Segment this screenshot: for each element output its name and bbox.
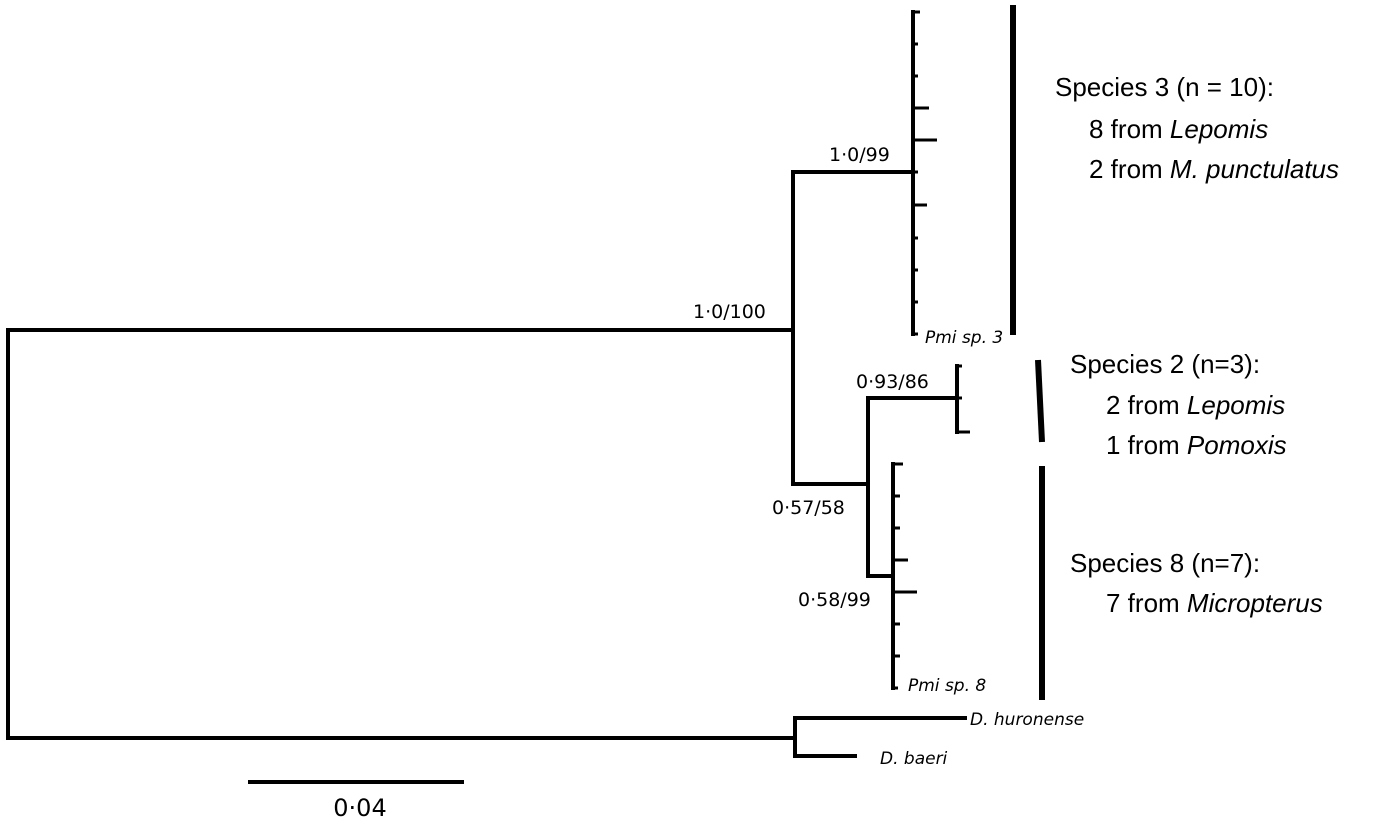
tip-label-pmi-sp8: Pmi sp. 8 bbox=[908, 676, 986, 696]
support-species3: 1·0/99 bbox=[829, 144, 890, 166]
tip-label-pmi-sp3: Pmi sp. 3 bbox=[925, 328, 1003, 348]
species8-tips bbox=[893, 462, 917, 690]
species2-clade-bar bbox=[1035, 359, 1045, 443]
species8-heading: Species 8 (n=7): bbox=[1070, 548, 1260, 578]
species3-host-line: 8 from Lepomis bbox=[1089, 114, 1268, 144]
species8-annotation: Species 8 (n=7): 7 from Micropterus bbox=[1070, 548, 1323, 618]
species3-host-line: 2 from M. punctulatus bbox=[1089, 154, 1339, 184]
species2-tips bbox=[957, 364, 970, 434]
support-root-ingroup: 1·0/100 bbox=[693, 301, 766, 323]
species2-annotation: Species 2 (n=3): 2 from Lepomis 1 from P… bbox=[1070, 349, 1287, 460]
species3-tips bbox=[913, 10, 937, 336]
species8-host-line: 7 from Micropterus bbox=[1106, 588, 1323, 618]
species3-annotation: Species 3 (n = 10): 8 from Lepomis 2 fro… bbox=[1055, 72, 1339, 184]
scale-bar-label: 0·04 bbox=[333, 794, 386, 822]
species2-host-line: 2 from Lepomis bbox=[1106, 390, 1285, 420]
tip-label-d-huronense: D. huronense bbox=[970, 710, 1084, 730]
support-species8: 0·58/99 bbox=[798, 589, 871, 611]
species2-host-line: 1 from Pomoxis bbox=[1106, 430, 1287, 460]
support-species2: 0·93/86 bbox=[856, 371, 929, 393]
species2-heading: Species 2 (n=3): bbox=[1070, 349, 1260, 379]
support-species2-8: 0·57/58 bbox=[772, 497, 845, 519]
tip-label-d-baeri: D. baeri bbox=[880, 749, 948, 769]
species3-heading: Species 3 (n = 10): bbox=[1055, 72, 1274, 102]
